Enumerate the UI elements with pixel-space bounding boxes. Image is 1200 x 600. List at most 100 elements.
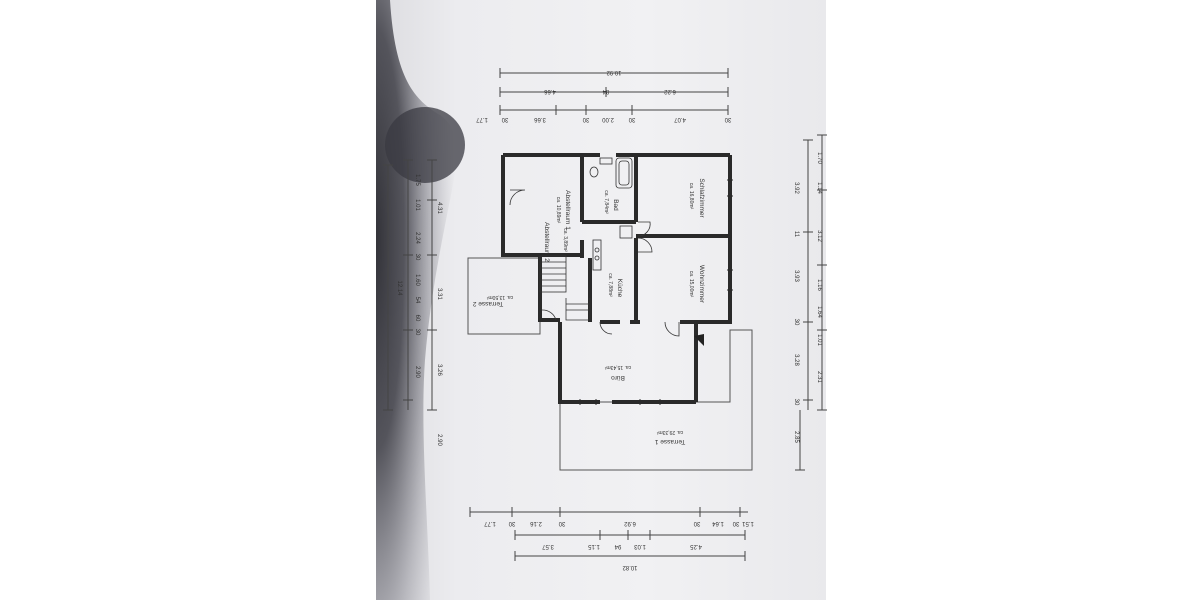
dim-left-outer: 12.14 <box>396 280 402 296</box>
door-schlafzimmer <box>637 221 651 237</box>
bath-sink <box>599 157 613 165</box>
walls <box>501 153 732 404</box>
room-terrasse2-area: ca. 13,50m² <box>486 294 513 300</box>
dim-top-mid-2: 6.22 <box>664 88 676 94</box>
dim-left-inner-7: 30 <box>414 329 420 336</box>
room-wohnzimmer-name: Wohnzimmer <box>698 265 705 304</box>
room-terrasse1-name: Terrasse 1 <box>654 438 685 445</box>
dim-left-inner-3: 30 <box>414 254 420 261</box>
room-terrasse2-name: Terrasse 2 <box>472 300 503 307</box>
dimension-left <box>383 159 437 411</box>
dim-left-mid-2: 3.26 <box>436 364 442 376</box>
kitchen-counter <box>592 239 602 271</box>
dim-top-inner-4: 2.00 <box>602 116 614 122</box>
door-abstellraum1 <box>509 189 526 206</box>
dim-top-inner-1: 30 <box>501 116 508 122</box>
room-kueche-area: ca. 7,88m² <box>607 273 613 297</box>
room-abstellraum2-area: ca. 3,89m² <box>562 228 568 252</box>
dim-bottom-inner-1: 30 <box>508 520 515 526</box>
dim-bottom-mid-2: 94 <box>614 543 621 549</box>
dim-right-outer-0: 3.92 <box>793 182 799 194</box>
dimension-top <box>499 68 729 115</box>
room-abstellraum1-name: Abstellraum 1 <box>564 190 571 230</box>
stairs-lower <box>565 298 591 321</box>
doors <box>509 189 680 337</box>
dim-bottom-inner-2: 2.16 <box>530 520 542 526</box>
room-bad-name: Bad <box>612 199 619 211</box>
dim-right-outer-2: 3.93 <box>793 270 799 282</box>
room-terrasse1-area: ca. 29,33m² <box>656 429 683 435</box>
dim-top-inner-6: 4.07 <box>674 116 686 122</box>
dimension-left-labels: 12.14 4.31 3.31 3.26 2.90 1.75 1.01 2.24… <box>396 174 442 446</box>
dim-left-inner-8: 2.90 <box>414 366 420 378</box>
dim-right-inner-5: 1.01 <box>816 334 822 346</box>
dimension-top-labels: 10.92 4.66 84 6.22 1.77 30 3.66 30 2.00 … <box>476 69 732 122</box>
room-buero-area: ca. 15,43m² <box>604 364 631 370</box>
bathtub <box>615 157 633 189</box>
room-schlafzimmer-area: ca. 16,80m² <box>688 183 694 210</box>
dim-right-outer-5: 30 <box>793 399 799 406</box>
room-schlafzimmer-name: Schlafzimmer <box>698 178 705 218</box>
dim-top-total: 10.92 <box>606 69 622 75</box>
dim-top-inner-2: 3.66 <box>534 116 546 122</box>
dim-left-inner-1: 1.01 <box>414 199 420 211</box>
door-wohnzimmer <box>637 237 653 253</box>
dim-top-inner-5: 30 <box>628 116 635 122</box>
door-buero <box>664 321 680 337</box>
dim-right-outer-4: 3.28 <box>793 354 799 366</box>
dim-right-outer-3: 30 <box>793 319 799 326</box>
dim-bottom-total: 10.82 <box>622 564 638 570</box>
dim-top-inner-7: 30 <box>724 116 731 122</box>
dimension-bottom <box>469 507 748 561</box>
room-abstellraum1-area: ca. 10,89m² <box>555 197 561 224</box>
dim-top-inner-3: 30 <box>582 116 589 122</box>
dim-left-inner-5: 54 <box>414 297 420 304</box>
dim-left-mid-3: 2.90 <box>436 434 442 446</box>
room-buero-name: Büro <box>611 374 625 381</box>
dim-bottom-inner-7: 30 <box>732 520 739 526</box>
room-bad-area: ca. 7,84m² <box>603 190 609 214</box>
dim-right-inner-1: 1.14 <box>816 182 822 194</box>
dim-bottom-inner-0: 1.77 <box>484 520 496 526</box>
dim-left-mid-0: 4.31 <box>436 202 442 214</box>
kitchen-unit <box>619 225 633 239</box>
dim-right-inner-0: 1.70 <box>816 152 822 164</box>
fixtures <box>539 157 633 321</box>
dim-bottom-inner-6: 1.64 <box>712 520 724 526</box>
room-kueche-name: Küche <box>616 279 623 298</box>
dim-bottom-inner-5: 30 <box>693 520 700 526</box>
dimension-bottom-labels: 1.77 30 2.16 30 6.92 30 1.64 30 1.51 3.5… <box>484 520 754 570</box>
dim-left-inner-4: 1.60 <box>414 274 420 286</box>
entrance-arrow-icon <box>694 334 704 346</box>
dim-top-mid-0: 4.66 <box>544 88 556 94</box>
dim-left-inner-0: 1.75 <box>414 174 420 186</box>
dim-left-inner-6: 60 <box>414 315 420 322</box>
dim-right-outer-6: 2.85 <box>793 431 799 443</box>
room-abstellraum2-name: Abstellraum 2 <box>543 222 550 262</box>
dim-left-mid-1: 3.31 <box>436 288 442 300</box>
paper-sheet <box>376 0 826 600</box>
door-kueche <box>599 321 613 335</box>
dim-bottom-mid-4: 4.25 <box>690 543 702 549</box>
dim-bottom-mid-1: 1.15 <box>588 543 600 549</box>
dim-bottom-inner-4: 6.92 <box>624 520 636 526</box>
dim-right-inner-4: 1.64 <box>816 306 822 318</box>
dim-bottom-inner-3: 30 <box>558 520 565 526</box>
dim-bottom-mid-0: 3.57 <box>542 543 554 549</box>
dim-bottom-inner-8: 1.51 <box>742 520 754 526</box>
dimension-right <box>795 134 827 471</box>
dim-bottom-mid-3: 1.03 <box>634 543 646 549</box>
room-labels: Abstellraum 1 ca. 10,89m² Abstellraum 2 … <box>472 178 705 445</box>
windows <box>579 179 733 405</box>
dimension-right-labels: 1.70 1.14 3.12 1.16 1.64 1.01 2.31 3.92 … <box>793 152 822 443</box>
dim-right-inner-6: 2.31 <box>816 371 822 383</box>
dim-top-mid-1: 84 <box>602 88 609 94</box>
dim-top-inner-0: 1.77 <box>476 116 488 122</box>
terrasse-1-outline <box>559 329 753 471</box>
door-terrasse2 <box>541 309 557 321</box>
dim-right-outer-1: 11 <box>793 231 799 238</box>
dim-left-inner-2: 2.24 <box>414 232 420 244</box>
dim-right-inner-2: 3.12 <box>816 230 822 242</box>
fingertip-shadow <box>385 107 465 183</box>
